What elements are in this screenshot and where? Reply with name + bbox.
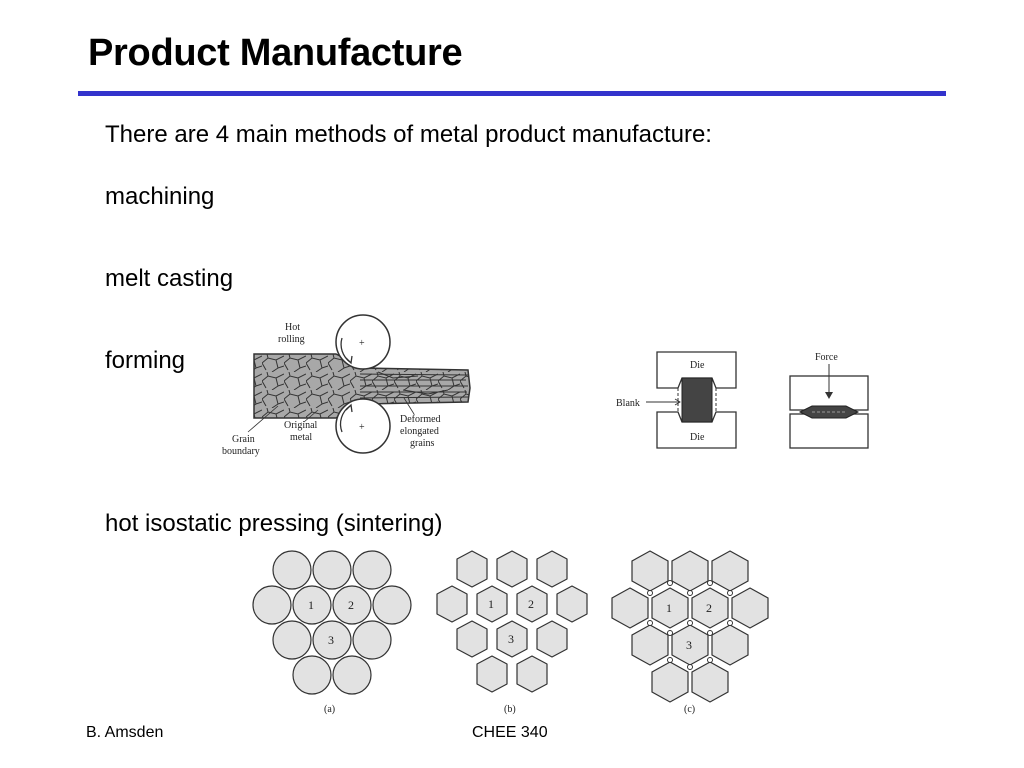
slide-title: Product Manufacture: [88, 32, 463, 74]
elongated-grain-lines: [359, 371, 469, 399]
blank: [681, 377, 713, 423]
intro-text: There are 4 main methods of metal produc…: [105, 121, 712, 148]
grain-boundary-label: Grain boundary: [222, 434, 260, 457]
panel-b-grains: [436, 550, 588, 693]
panel-b-num-1: 1: [488, 597, 494, 611]
panel-c-num-2: 2: [706, 601, 712, 615]
panel-b-label: (b): [504, 704, 516, 715]
blank-label: Blank: [616, 398, 640, 409]
top-roller-symbol: +: [359, 338, 365, 349]
method-forming: forming: [105, 347, 186, 374]
panel-a-num-1: 1: [308, 598, 314, 612]
sintering-figure: 1 2 3 (a) 1 2 3 (b): [252, 550, 769, 715]
bottom-roller: [335, 398, 391, 454]
panel-a-circles: [252, 550, 412, 695]
die-top-label: Die: [690, 360, 705, 371]
panel-a-label: (a): [324, 704, 335, 715]
die-bottom-label: Die: [690, 432, 705, 443]
original-metal-label: Original metal: [284, 420, 320, 443]
title-underline: [78, 91, 946, 96]
footer-author: B. Amsden: [86, 724, 164, 741]
panel-c-num-1: 1: [666, 601, 672, 615]
method-machining: machining: [105, 183, 215, 210]
panel-c-label: (c): [684, 704, 695, 715]
top-roller: [335, 314, 391, 370]
panel-b-num-2: 2: [528, 597, 534, 611]
deformed-grains-label: Deformed elongated grains: [400, 414, 443, 449]
panel-b-num-3: 3: [508, 632, 514, 646]
method-melt-casting: melt casting: [105, 265, 234, 292]
force-label: Force: [815, 352, 838, 363]
hot-rolling-figure: + + Hot rolling Grain boundary Original …: [222, 314, 471, 457]
bottom-roller-symbol: +: [359, 422, 365, 433]
hot-rolling-label: Hot rolling: [278, 322, 305, 345]
method-hot-isostatic-pressing: hot isostatic pressing (sintering): [105, 510, 443, 537]
panel-c-grains: [611, 550, 769, 703]
panel-c-num-3: 3: [686, 638, 692, 652]
forging-figure: Die Die Blank Force: [616, 351, 869, 449]
panel-c-pores: [647, 580, 733, 670]
panel-a-num-3: 3: [328, 633, 334, 647]
panel-a-num-2: 2: [348, 598, 354, 612]
footer-course: CHEE 340: [472, 724, 548, 741]
bottom-die-right: [789, 413, 869, 449]
